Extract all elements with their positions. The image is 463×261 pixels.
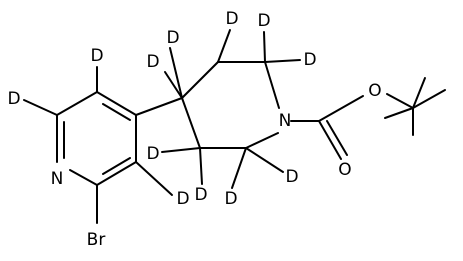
bond-line [318, 120, 342, 160]
bond-line [135, 161, 173, 196]
bond-line [263, 31, 266, 63]
bond-line [264, 59, 301, 63]
bond-line [384, 107, 414, 119]
deuterium-label: D [257, 11, 270, 31]
bond-layer [23, 29, 446, 224]
deuterium-label: D [194, 185, 207, 205]
bond-line [102, 103, 131, 121]
bond-line [164, 71, 183, 99]
pyridine-nitrogen-label: N [51, 169, 64, 189]
bond-line [412, 77, 426, 109]
bond-line [69, 169, 98, 186]
bond-line [23, 99, 58, 116]
bond-line [169, 47, 183, 99]
bond-line [245, 132, 279, 149]
label-layer: N Br N O O D D D D D D D D D D D D [7, 9, 381, 250]
deuterium-label: D [285, 167, 298, 187]
bond-line [264, 61, 280, 109]
bond-line [231, 147, 247, 189]
bond-line [217, 29, 231, 63]
bond-line [386, 93, 414, 109]
deuterium-label: D [90, 46, 103, 66]
bond-line [161, 147, 201, 153]
bond-line [326, 120, 348, 156]
bond-line [96, 91, 137, 116]
bond-line [412, 89, 446, 109]
bromine-label: Br [87, 230, 106, 250]
bond-line [102, 157, 131, 175]
bond-line [56, 91, 98, 116]
bond-line [96, 161, 137, 186]
deuterium-label: D [303, 50, 316, 70]
bond-line [318, 95, 364, 122]
deuterium-label: D [176, 189, 189, 209]
bond-line [181, 61, 219, 99]
piperidine-nitrogen-label: N [279, 111, 292, 131]
deuterium-label: D [7, 89, 20, 109]
ester-oxygen-label: O [368, 81, 381, 101]
carbonyl-oxygen-label: O [338, 160, 351, 180]
bond-line [181, 97, 201, 149]
bond-line [135, 97, 183, 116]
deuterium-label: D [146, 52, 159, 72]
deuterium-label: D [166, 28, 179, 48]
deuterium-label: D [224, 189, 237, 209]
deuterium-label: D [225, 9, 238, 29]
bond-line [199, 147, 203, 185]
deuterium-label: D [146, 144, 159, 164]
bond-line [245, 147, 284, 173]
